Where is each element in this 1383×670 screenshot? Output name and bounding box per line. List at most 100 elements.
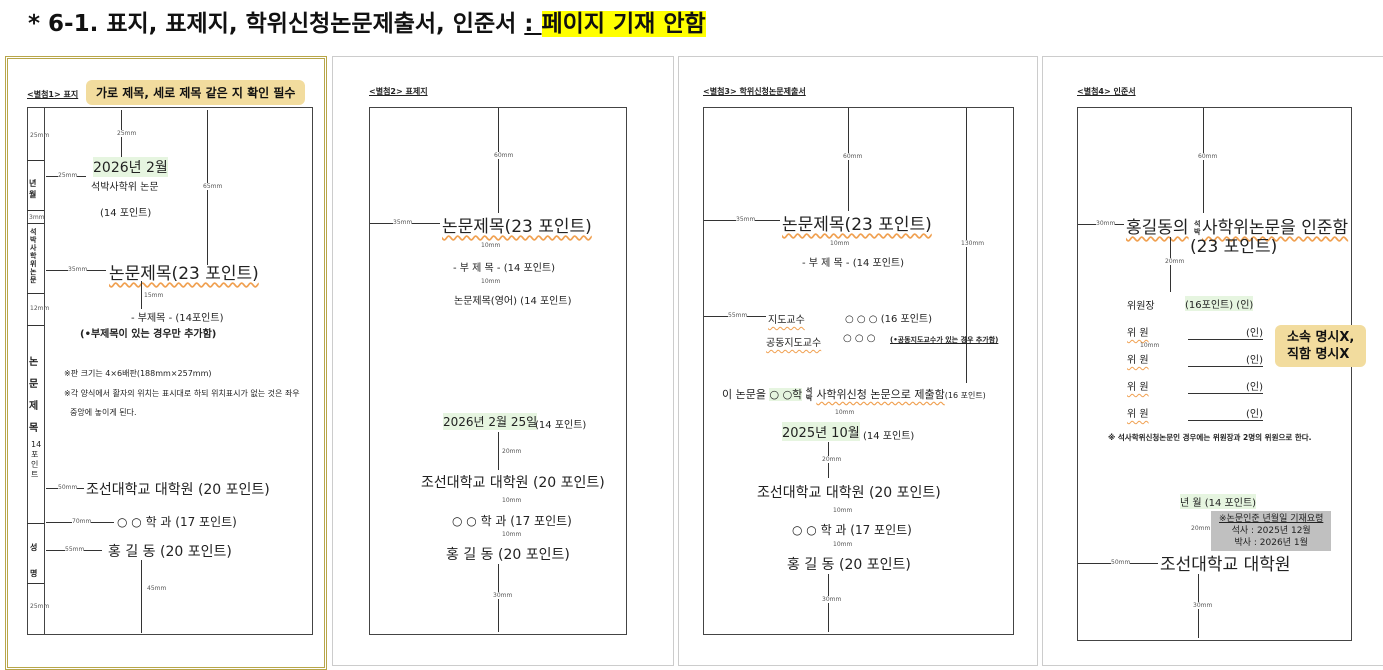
cover-thesis-title: 논문제목(23 포인트) xyxy=(109,264,259,284)
cover-name: 홍 길 동 (20 포인트) xyxy=(108,544,232,560)
dim-label: 60mm xyxy=(1198,153,1218,160)
dim-label: 10mm xyxy=(835,409,855,416)
approval-university: 조선대학교 대학원 xyxy=(1160,555,1291,575)
member-seal: (인) xyxy=(1188,351,1263,367)
cover-subtitle-note: (•부제목이 있는 경우만 추가함) xyxy=(80,329,217,340)
submission-university: 조선대학교 대학원 (20 포인트) xyxy=(757,485,941,501)
dim-label: 30mm xyxy=(822,596,842,603)
submission-label: <별첨3> 학위신청논문제출서 xyxy=(703,87,806,96)
dim-label: 3mm xyxy=(29,214,45,221)
dim-label: 20mm xyxy=(502,448,522,455)
submission-date-pt: (14 포인트) xyxy=(863,431,915,442)
chair-value: (16포인트) (인) xyxy=(1185,296,1254,311)
title-part: 홍길동의 xyxy=(1126,218,1189,238)
guide-masters: 석사 : 2025년 12월 xyxy=(1231,526,1311,536)
approval-date: 년 월 (14 포인트) xyxy=(1180,494,1257,509)
approval-page xyxy=(1077,107,1352,641)
dim-label: 25mm xyxy=(58,172,78,179)
statement-part: 이 논문을 xyxy=(722,388,766,401)
guide-phd: 박사 : 2026년 1월 xyxy=(1234,538,1308,548)
dim-label: 35mm xyxy=(68,266,88,273)
dim-label: 10mm xyxy=(833,507,853,514)
spine-pt: 14 포인트 xyxy=(31,440,42,479)
approval-panel xyxy=(1042,56,1383,666)
title-page-date-pt: (14 포인트) xyxy=(535,420,587,431)
spine-year: 년 월 xyxy=(29,179,37,199)
submission-name: 홍 길 동 (20 포인트) xyxy=(787,557,911,573)
submission-date: 2025년 10월 xyxy=(782,422,860,441)
note-line: 소속 명시X, xyxy=(1287,330,1355,345)
submission-subtitle: - 부 제 목 - (14 포인트) xyxy=(802,258,905,269)
statement-text: 사학위신청 논문으로 제출함 xyxy=(816,388,945,401)
chair-label: 위원장 xyxy=(1127,301,1155,312)
statement-pt: (16 포인트) xyxy=(944,391,986,400)
title-page-university: 조선대학교 대학원 (20 포인트) xyxy=(421,475,605,491)
spine-name: 성 명 xyxy=(30,543,38,578)
member-seal: (인) xyxy=(1188,378,1263,394)
dim-label: 12mm xyxy=(30,305,50,312)
dim-label: 60mm xyxy=(843,153,863,160)
cover-note: 가로 제목, 세로 제목 같은 지 확인 필수 xyxy=(86,80,306,105)
statement-school: ○ ○학 xyxy=(769,388,803,401)
dim-label: 10mm xyxy=(481,278,501,285)
title-colon: : xyxy=(524,11,542,37)
dim-label: 15mm xyxy=(144,292,164,299)
dim-label: 50mm xyxy=(1111,559,1131,566)
dim-label: 20mm xyxy=(822,456,842,463)
title-highlight: 페이지 기재 안함 xyxy=(541,11,706,37)
approval-note: 소속 명시X,직함 명시X xyxy=(1275,325,1367,367)
coadvisor-note: (•공동지도교수가 있는 경우 추가함) xyxy=(890,336,999,344)
statement-degree: 석박 xyxy=(805,387,813,402)
dim-label: 20mm xyxy=(1165,258,1185,265)
dim-label: 45mm xyxy=(147,585,167,592)
title-page xyxy=(369,107,627,635)
title-page-thesis: 논문제목(23 포인트) xyxy=(442,217,592,237)
advisor-value: ○ ○ ○ (16 포인트) xyxy=(845,314,933,325)
dim-label: 25mm xyxy=(30,132,50,139)
dim-label: 30mm xyxy=(1193,602,1213,609)
dim-label: 25mm xyxy=(30,603,50,610)
spine-title: 논 문 제 목 xyxy=(29,357,39,434)
spine-degree: 석박사학위논문 xyxy=(30,228,37,284)
cover-subtitle: - 부제목 - (14포인트) xyxy=(131,313,224,324)
title-page-label: <별첨2> 표제지 xyxy=(369,87,428,96)
size-note: ※판 크기는 4×6배판(188mm×257mm) xyxy=(64,369,212,378)
member-label: 위 원 xyxy=(1127,328,1149,339)
guide-title: ※논문인준 년월일 기재요령 xyxy=(1219,514,1324,524)
dim-label: 30mm xyxy=(1096,220,1116,227)
dim-label: 55mm xyxy=(65,546,85,553)
member-seal: (인) xyxy=(1188,324,1263,340)
dim-label: 55mm xyxy=(728,312,748,319)
seal-text: (인) xyxy=(1188,324,1263,340)
dim-label: 65mm xyxy=(203,183,223,190)
approval-label: <별첨4> 인준서 xyxy=(1077,87,1136,96)
title-page-department: ○ ○ 학 과 (17 포인트) xyxy=(452,514,572,528)
submission-page xyxy=(703,107,1014,635)
dim-label: 20mm xyxy=(1191,525,1211,532)
member-label: 위 원 xyxy=(1127,355,1149,366)
dim-label: 10mm xyxy=(833,541,853,548)
dim-label: 70mm xyxy=(72,518,92,525)
dim-label: 35mm xyxy=(393,219,413,226)
submission-statement: 이 논문을 ○ ○학 석박 사학위신청 논문으로 제출함(16 포인트) xyxy=(722,386,986,402)
title-page-date: 2026년 2월 25일 xyxy=(443,413,538,430)
submission-department: ○ ○ 학 과 (17 포인트) xyxy=(792,523,912,537)
seal-text: (인) xyxy=(1188,405,1263,421)
submission-thesis: 논문제목(23 포인트) xyxy=(782,215,932,235)
dim-label: 35mm xyxy=(736,216,756,223)
title-page-name: 홍 길 동 (20 포인트) xyxy=(446,547,570,563)
member-seal: (인) xyxy=(1188,405,1263,421)
title-part: 사학위논문을 인준함 xyxy=(1201,218,1349,238)
cover-page xyxy=(27,107,313,635)
title-degree: 석박 xyxy=(1193,220,1201,236)
coadvisor-value: ○ ○ ○ xyxy=(843,333,876,344)
approval-title-pt: (23 포인트) xyxy=(1190,237,1278,257)
seal-text: (인) xyxy=(1188,351,1263,367)
dim-label: 10mm xyxy=(1140,342,1160,349)
cover-label: <별첨1> 표지 xyxy=(27,90,79,99)
advisor-label: 지도교수 xyxy=(768,315,805,326)
position-note-2: 중앙에 놓이게 된다. xyxy=(70,408,137,417)
title-text: * 6-1. 표지, 표제지, 학위신청논문제출서, 인준서 xyxy=(28,11,525,37)
dim-label: 30mm xyxy=(493,592,513,599)
